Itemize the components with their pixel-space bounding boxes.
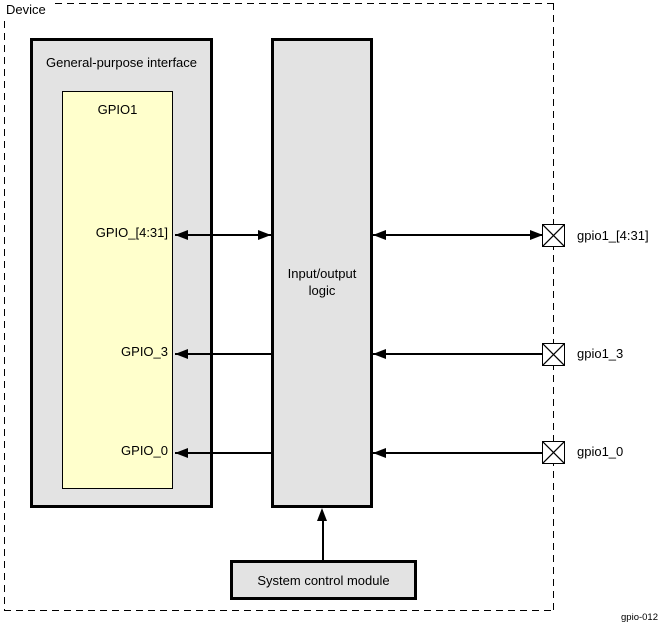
pin-label-gpio1-4-31: gpio1_[4:31]: [577, 228, 649, 243]
device-boundary-top: [55, 3, 554, 4]
pin-pad-icon: [542, 441, 565, 464]
input-output-logic-block: Input/output logic: [271, 38, 373, 508]
arrowhead-gpio431-outer-right: [530, 230, 543, 240]
device-boundary-bottom: [4, 610, 554, 611]
pin-label-gpio1-3: gpio1_3: [577, 346, 624, 361]
pin-label-gpio1-0: gpio1_0: [577, 444, 624, 459]
system-control-module-block: System control module: [230, 560, 417, 600]
arrowhead-gpio0-outer-left: [373, 448, 386, 458]
pin-pad-icon: [542, 224, 565, 247]
arrow-line-gpio3-inner: [175, 353, 271, 355]
arrowhead-system-control-up: [317, 508, 327, 521]
signal-label-gpio-0: GPIO_0: [121, 443, 168, 458]
arrow-line-gpio3-outer: [373, 353, 543, 355]
arrowhead-gpio431-inner-right: [258, 230, 271, 240]
arrow-line-system-control: [322, 519, 324, 560]
arrowhead-gpio3-outer-left: [373, 349, 386, 359]
device-boundary-left: [4, 21, 5, 610]
arrow-line-gpio0-outer: [373, 452, 543, 454]
arrow-line-gpio0-inner: [175, 452, 271, 454]
arrowhead-gpio431-inner-left: [175, 230, 188, 240]
device-boundary-right: [553, 3, 554, 610]
system-control-module-label: System control module: [257, 572, 390, 588]
signal-label-gpio-3: GPIO_3: [121, 344, 168, 359]
figure-id: gpio-012: [621, 612, 658, 623]
general-purpose-interface-title: General-purpose interface: [45, 55, 198, 70]
signal-label-gpio-4-31: GPIO_[4:31]: [95, 225, 168, 240]
input-output-logic-label: Input/output logic: [287, 266, 357, 298]
gpio1-block: GPIO1 GPIO_[4:31] GPIO_3 GPIO_0: [62, 91, 173, 489]
general-purpose-interface-block: General-purpose interface GPIO1 GPIO_[4:…: [30, 38, 213, 508]
arrowhead-gpio0-inner-left: [175, 448, 188, 458]
device-label: Device: [6, 2, 46, 17]
arrowhead-gpio431-outer-left: [373, 230, 386, 240]
gpio1-title: GPIO1: [97, 102, 138, 117]
arrowhead-gpio3-inner-left: [175, 349, 188, 359]
pin-pad-icon: [542, 343, 565, 366]
arrow-line-gpio431-inner: [175, 234, 271, 236]
arrow-line-gpio431-outer: [373, 234, 543, 236]
